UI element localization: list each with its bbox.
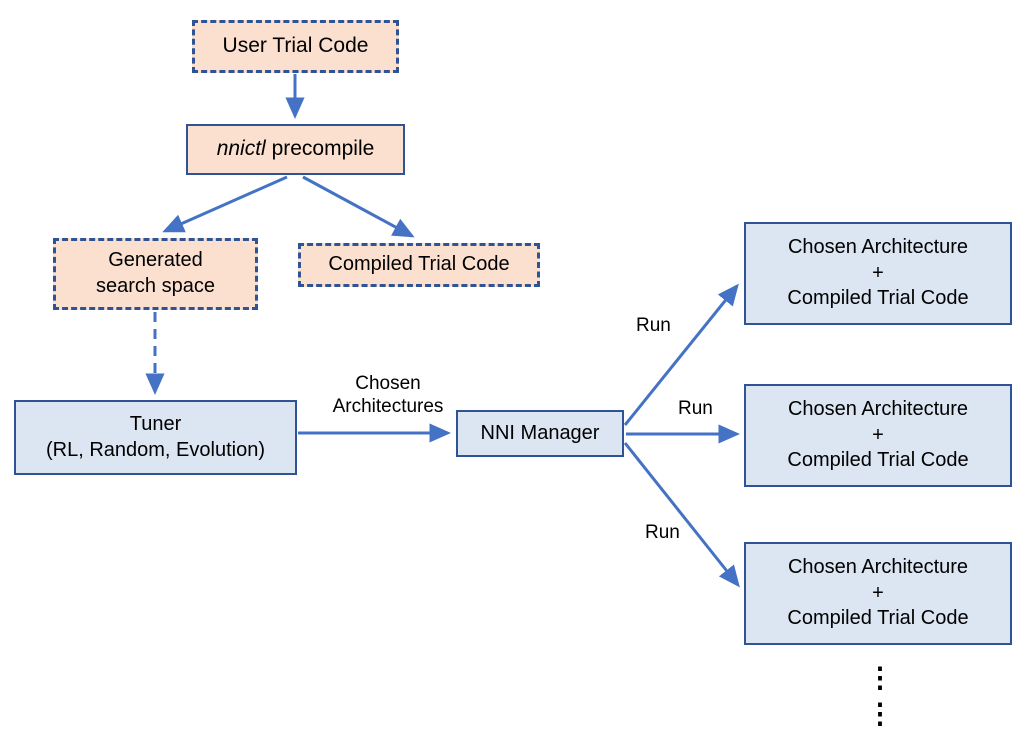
node-tuner[interactable]: Tuner (RL, Random, Evolution) [14,400,297,475]
node-trial-2-line3: Compiled Trial Code [787,449,969,472]
node-trial-2[interactable]: Chosen Architecture + Compiled Trial Cod… [744,384,1012,487]
node-nnictl-precompile-label: precompile [265,137,375,161]
edge-label-run-2: Run [678,398,713,419]
node-nni-manager-label: NNI Manager [480,421,600,444]
edge-label-run-3: Run [645,522,680,543]
node-trial-1-line1: Chosen Architecture [787,236,969,259]
node-generated-search-space-line1: Generated [108,249,203,272]
node-trial-1[interactable]: Chosen Architecture + Compiled Trial Cod… [744,222,1012,325]
node-trial-1-line2: + [872,261,884,284]
node-trial-3[interactable]: Chosen Architecture + Compiled Trial Cod… [744,542,1012,645]
edge-nnimanager-to-trial-3 [623,442,740,588]
node-tuner-line1: Tuner [129,412,182,435]
edge-label-chosen-architectures-line1: Chosen [355,373,421,394]
node-trial-3-line2: + [872,581,884,604]
node-nni-manager[interactable]: NNI Manager [456,410,624,457]
node-generated-search-space-line2: search space [96,275,215,297]
edge-label-chosen-architectures: Chosen Architectures [288,372,488,418]
edge-label-chosen-architectures-line2: Architectures [332,396,444,418]
node-trial-3-line3: Compiled Trial Code [787,607,969,630]
node-nnictl-precompile[interactable]: nnictl precompile [186,124,405,175]
ellipsis-upper: ⋮ [866,662,894,693]
node-trial-2-line2: + [872,423,884,446]
ellipsis-lower: ⋮ [866,698,894,729]
edge-nnictl-to-compiledtrial [302,175,415,238]
edge-nnictl-to-searchspace [162,175,288,233]
node-user-trial-code-label: User Trial Code [222,34,369,58]
node-compiled-trial-code-label: Compiled Trial Code [328,253,510,276]
node-trial-1-line3: Compiled Trial Code [787,287,969,310]
node-user-trial-code[interactable]: User Trial Code [192,20,399,73]
node-trial-3-line1: Chosen Architecture [787,556,969,579]
edge-label-run-1: Run [636,315,671,336]
node-compiled-trial-code[interactable]: Compiled Trial Code [298,243,540,287]
node-nnictl-precompile-emphasis: nnictl [216,137,266,161]
node-generated-search-space[interactable]: Generated search space [53,238,258,310]
node-tuner-line2: (RL, Random, Evolution) [46,438,265,461]
node-trial-2-line1: Chosen Architecture [787,398,969,421]
